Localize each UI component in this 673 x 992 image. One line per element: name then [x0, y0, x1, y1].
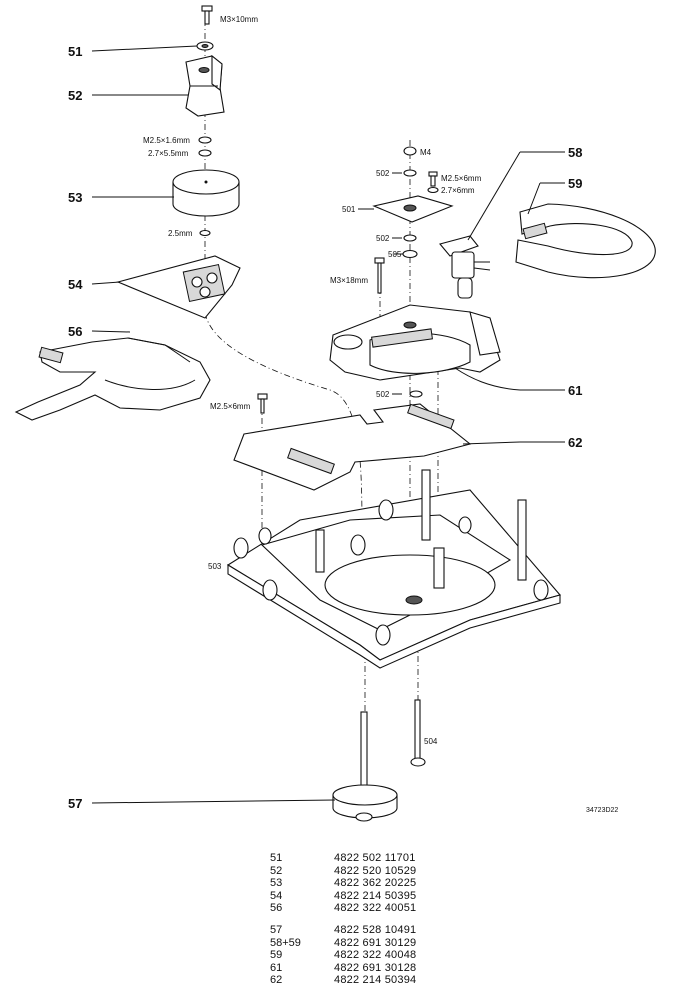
callout-61: 61 [568, 383, 582, 398]
screw-m3x10 [201, 5, 213, 25]
screw-m2-5x6-top [428, 171, 438, 187]
callout-502-mid: 502 [376, 234, 390, 243]
part-ref: 62 [270, 974, 283, 987]
spec-m3x10: M3×10mm [220, 15, 258, 24]
callout-53: 53 [68, 190, 82, 205]
washer-502-mid [403, 234, 417, 242]
part-ref: 57 [270, 923, 283, 936]
washer-m2-5x1-6 [198, 136, 212, 144]
callout-57: 57 [68, 796, 82, 811]
callout-54: 54 [68, 277, 83, 292]
screw-m3x18 [374, 257, 385, 294]
parts-row: 54 4822 214 50395 [270, 890, 464, 903]
parts-list: 51 4822 502 11701 52 4822 520 10529 53 4822… [270, 852, 464, 987]
spec-2-7x5-5: 2.7×5.5mm [148, 149, 189, 158]
flex-cable-56 [14, 337, 211, 421]
spec-m2-5x6-top: M2.5×6mm [441, 174, 482, 183]
part-ref: 56 [270, 902, 283, 915]
spindle-57 [332, 711, 398, 822]
spec-m2-5x6-lower: M2.5×6mm [210, 402, 251, 411]
screw-504 [410, 699, 426, 767]
parts-row: 61 4822 691 30128 [270, 962, 464, 975]
callout-502-bottom: 502 [376, 390, 390, 399]
plate-501 [372, 195, 454, 223]
part-code: 4822 214 50394 [334, 974, 417, 987]
flex-cable-59 [515, 203, 656, 279]
leader-lines [91, 45, 565, 804]
exploded-assembly-diagram: 51 52 53 54 56 57 58 59 61 62 501 502 50… [14, 5, 656, 822]
washer-2-5 [199, 229, 211, 237]
callout-503: 503 [208, 562, 222, 571]
parts-row: 52 4822 520 10529 [270, 865, 464, 878]
parts-row: 56 4822 322 40051 [270, 902, 464, 915]
chassis-503 [226, 469, 561, 669]
spec-2-5: 2.5mm [168, 229, 193, 238]
drawing-code: 34723D22 [586, 807, 618, 814]
nut-m4 [403, 146, 417, 156]
part-ref: 52 [270, 864, 283, 877]
washer-502-top [403, 169, 417, 177]
spec-m2-5x1-6: M2.5×1.6mm [143, 136, 190, 145]
callout-505: 505 [388, 250, 402, 259]
motor-53 [172, 169, 240, 217]
board-62 [233, 403, 472, 491]
callout-501: 501 [342, 205, 356, 214]
motor-board-54 [116, 255, 241, 319]
part-ref: 54 [270, 889, 283, 902]
callout-502-top: 502 [376, 169, 390, 178]
callout-52: 52 [68, 88, 82, 103]
part-code: 4822 322 40051 [334, 902, 417, 915]
washer-2-7x5-5 [198, 149, 212, 157]
part-code: 4822 362 20225 [334, 877, 417, 890]
sensor-58 [439, 235, 491, 299]
callout-58: 58 [568, 145, 582, 160]
callout-504: 504 [424, 737, 438, 746]
bracket-52 [185, 54, 225, 117]
spec-m3x18: M3×18mm [330, 276, 368, 285]
parts-row: 58+59 4822 691 30129 [270, 937, 464, 950]
part-code: 4822 520 10529 [334, 864, 417, 877]
part-ref: 53 [270, 877, 283, 890]
mechanism-61 [329, 304, 501, 381]
parts-row: 57 4822 528 10491 [270, 924, 464, 937]
part-ref: 61 [270, 961, 283, 974]
parts-row: 51 4822 502 11701 [270, 852, 464, 865]
callout-51: 51 [68, 44, 82, 59]
labels: 51 52 53 54 56 57 58 59 61 62 501 502 50… [68, 15, 618, 814]
parts-row: 62 4822 214 50394 [270, 974, 464, 987]
part-code: 4822 691 30128 [334, 961, 417, 974]
part-code: 4822 214 50395 [334, 889, 417, 902]
spec-2-7x6: 2.7×6mm [441, 186, 475, 195]
washer-2-7x6 [427, 186, 439, 194]
part-ref: 58+59 [270, 936, 301, 949]
part-code: 4822 322 40048 [334, 949, 417, 962]
parts-row: 53 4822 362 20225 [270, 877, 464, 890]
callout-59: 59 [568, 176, 582, 191]
washer-502-bottom [409, 390, 423, 398]
washer-51 [196, 41, 214, 51]
washer-505 [402, 249, 418, 259]
parts-row: 59 4822 322 40048 [270, 949, 464, 962]
spec-m4: M4 [420, 148, 432, 157]
part-ref: 59 [270, 949, 283, 962]
screw-m2-5x6-lower [257, 393, 268, 414]
callout-62: 62 [568, 435, 582, 450]
callout-56: 56 [68, 324, 82, 339]
part-code: 4822 502 11701 [334, 852, 416, 864]
part-code: 4822 691 30129 [334, 936, 417, 949]
part-ref: 51 [270, 852, 283, 864]
part-code: 4822 528 10491 [334, 923, 417, 936]
